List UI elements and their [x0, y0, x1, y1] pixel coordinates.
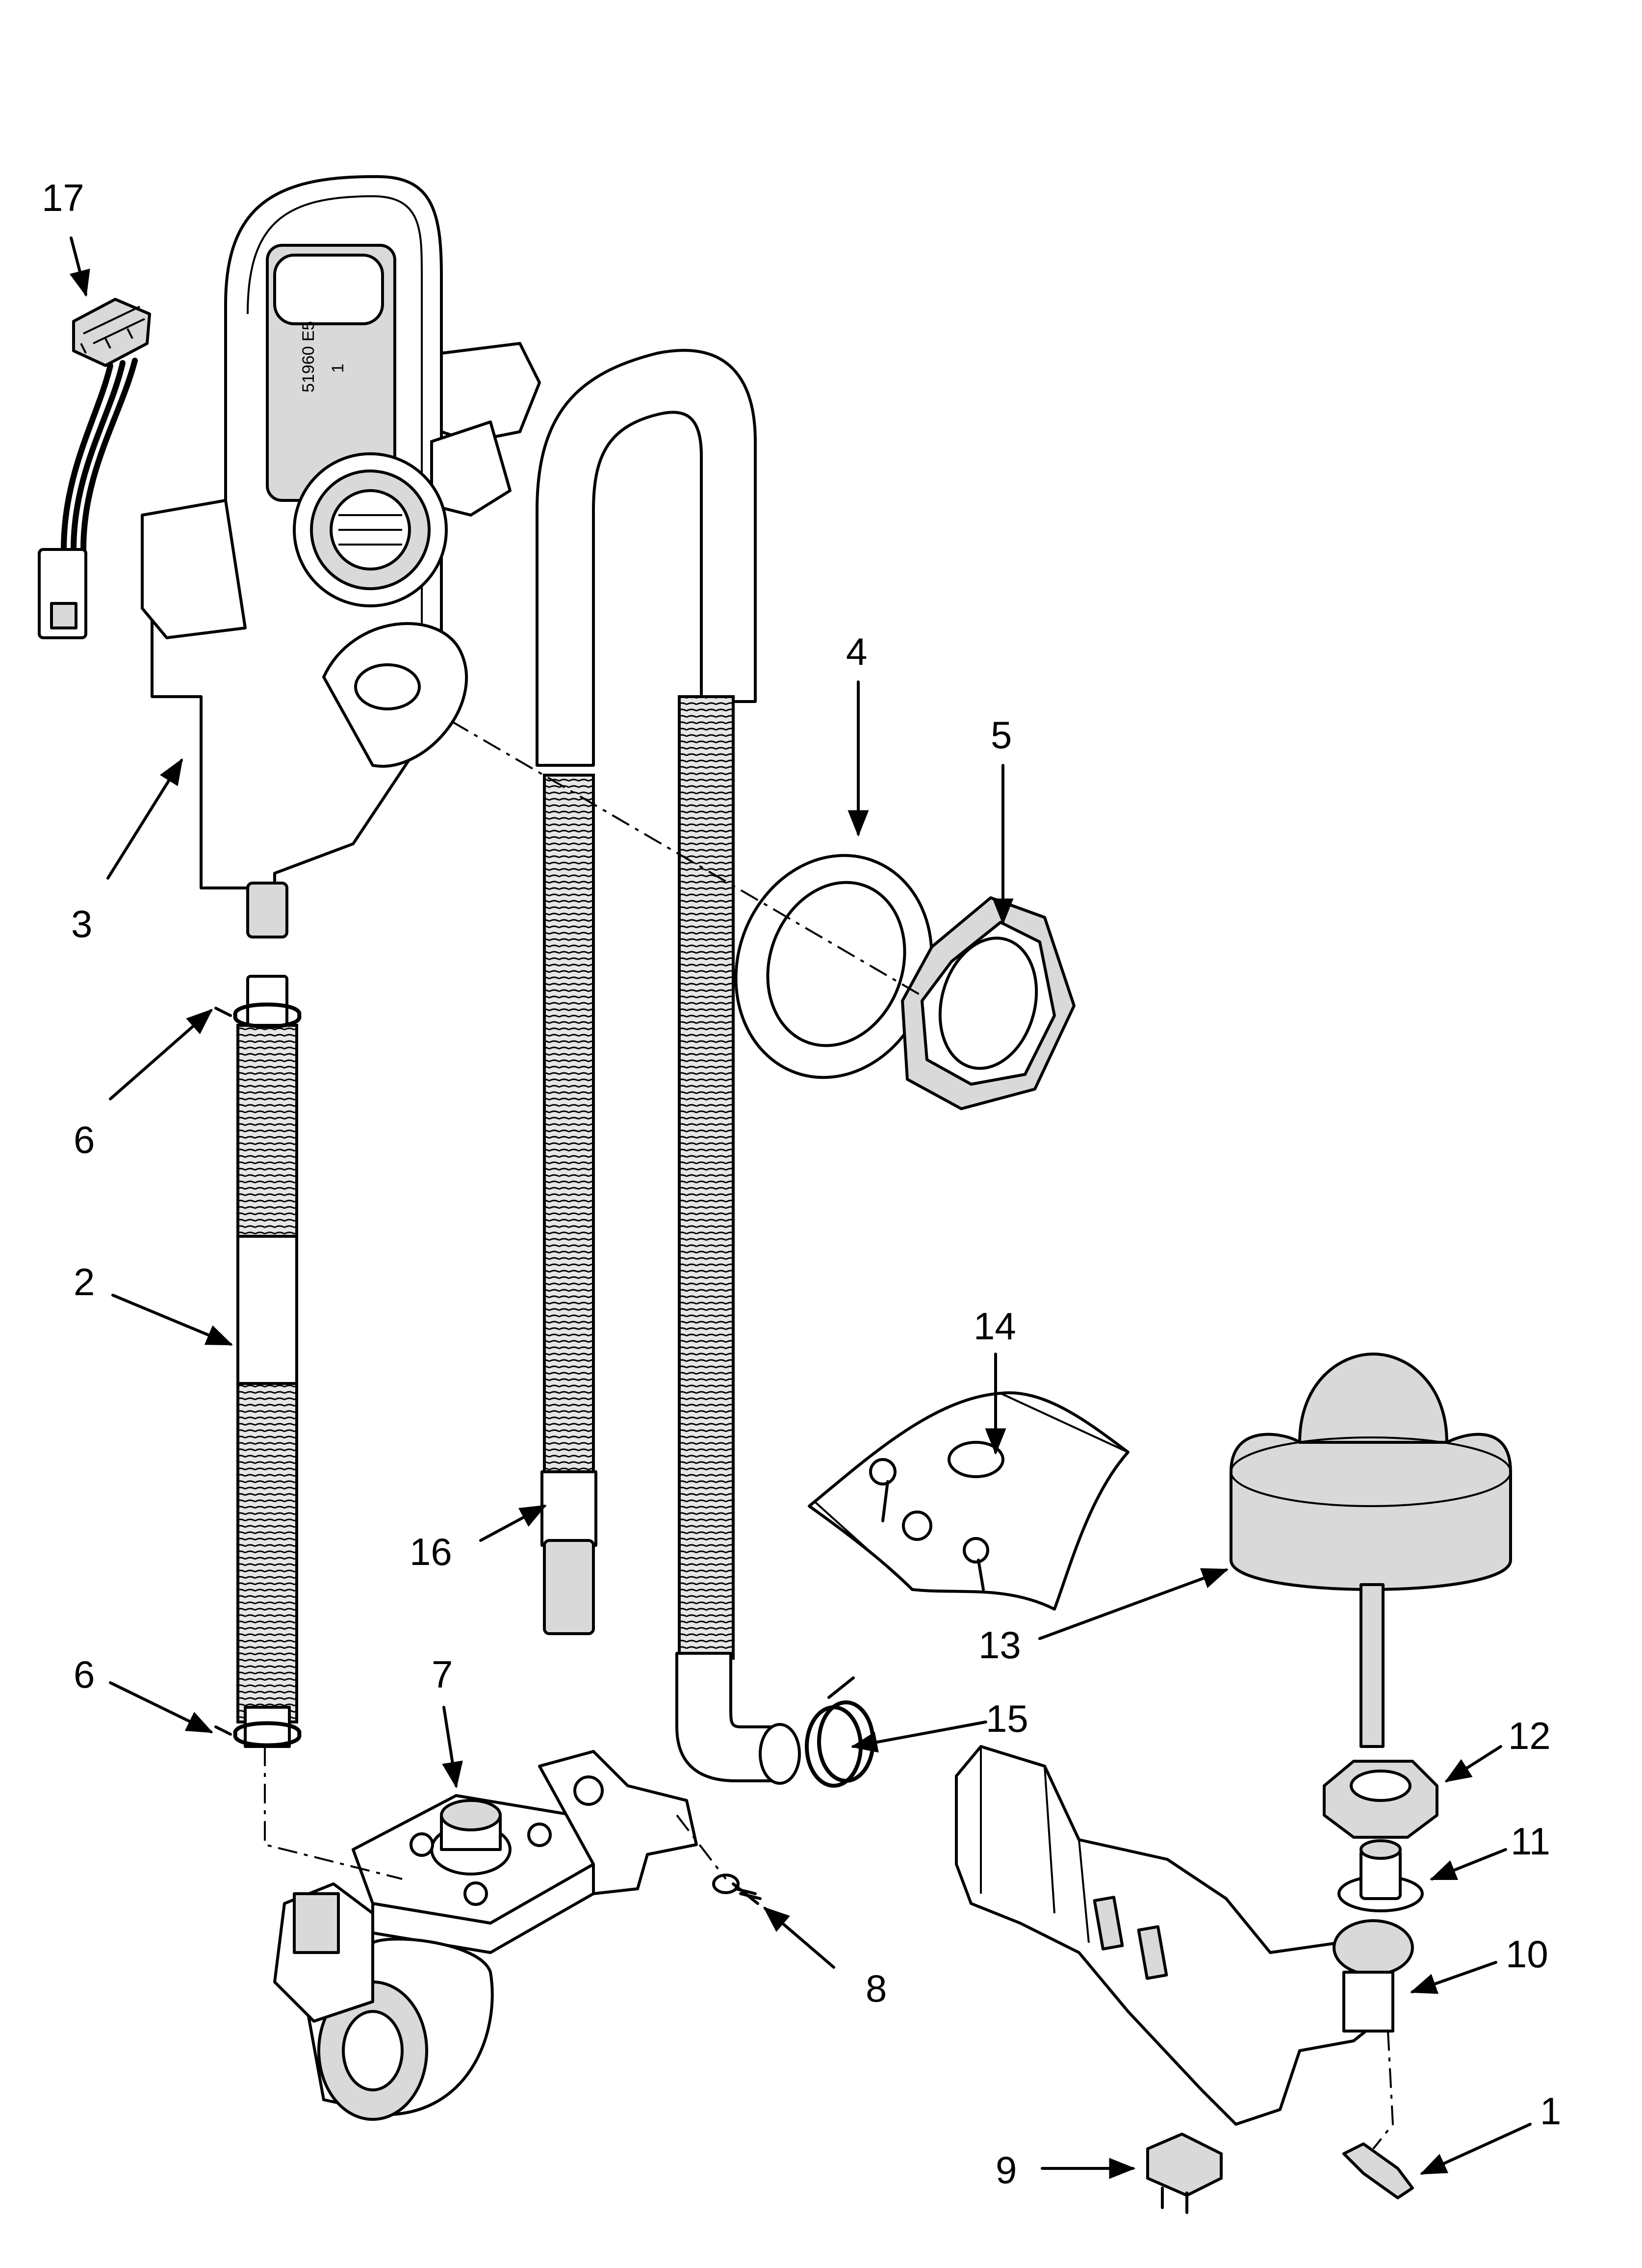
callout-12: 12	[1508, 1714, 1551, 1757]
callout-14: 14	[974, 1304, 1016, 1348]
spring-clamp-part	[805, 1676, 875, 1788]
wire-harness-connector-part	[38, 298, 151, 639]
pump-motor-assembly-part	[273, 1750, 698, 2121]
gasket-ring-part	[734, 854, 933, 1079]
callout-6-top: 6	[74, 1118, 95, 1161]
callout-8: 8	[866, 1967, 887, 2010]
callout-4: 4	[846, 630, 867, 673]
assembly-alignment-lines	[264, 720, 1394, 2150]
callout-9: 9	[996, 2148, 1017, 2191]
fill-hose-part	[536, 349, 801, 1785]
hose-clamp-top-part	[214, 1002, 302, 1029]
callout-17: 17	[42, 176, 84, 219]
float-nut-part	[1323, 1760, 1438, 1839]
float-stem-washer-part	[1337, 1839, 1424, 1912]
part-stamp-text: 51960 E5	[299, 321, 318, 392]
callout-6-bottom: 6	[74, 1653, 95, 1696]
callout-10: 10	[1506, 1932, 1548, 1976]
callout-leaders	[69, 236, 1532, 2179]
callout-13: 13	[978, 1623, 1021, 1667]
callout-numbers: 17 3 6 2 6 7 8 4 5 14 16 13 15 12 11 10 …	[42, 176, 1561, 2191]
hardware-bag-part	[808, 1391, 1129, 1611]
callout-16: 16	[410, 1530, 452, 1573]
callout-11: 11	[1511, 1820, 1550, 1863]
callout-15: 15	[986, 1697, 1028, 1740]
callout-3: 3	[71, 902, 92, 945]
float-switch-bracket-part	[955, 1745, 1414, 2126]
screw-part	[712, 1874, 762, 1905]
actuator-part	[1342, 2142, 1414, 2199]
callout-5: 5	[991, 713, 1012, 756]
drain-hose-part	[236, 975, 298, 1748]
float-switch-part	[1146, 2133, 1223, 2214]
part-stamp-number: 1	[329, 364, 347, 373]
vent-nut-part	[901, 896, 1076, 1110]
hose-clamp-bottom-part	[214, 1721, 302, 1747]
callout-7: 7	[432, 1653, 453, 1696]
callout-2: 2	[74, 1260, 95, 1303]
float-part	[1230, 1353, 1512, 1748]
vent-fill-funnel-assembly-part: 51960 E5 1	[141, 175, 541, 938]
callout-1: 1	[1540, 2089, 1561, 2133]
